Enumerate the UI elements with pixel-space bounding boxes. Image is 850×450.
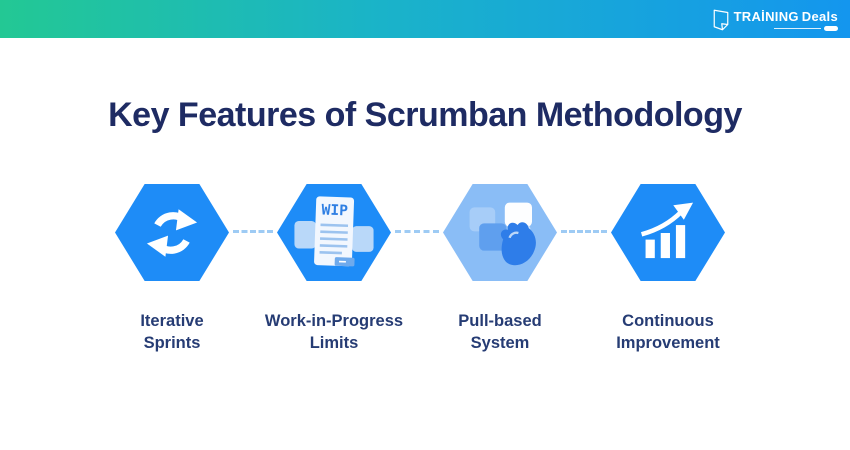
hexagon-badge xyxy=(611,184,725,281)
feature-label-line1: Work-in-Progress xyxy=(264,312,404,330)
dotted-connector xyxy=(233,230,273,233)
feature-iterative-sprints: Iterative Sprints xyxy=(82,184,262,354)
dotted-connector xyxy=(561,230,607,233)
brand-deals: Deals xyxy=(801,9,838,24)
brand-underline-line xyxy=(774,28,821,29)
feature-label-line1: Pull-based xyxy=(458,312,542,330)
feature-label: Continuous Improvement xyxy=(578,310,758,354)
page-title: Key Features of Scrumban Methodology xyxy=(108,96,742,134)
feature-label-line1: Iterative xyxy=(140,312,204,330)
growth-chart-icon xyxy=(640,202,694,258)
refresh-cycle-icon xyxy=(146,208,198,257)
hexagon-badge: WIP xyxy=(277,184,391,281)
feature-label-line2: Limits xyxy=(309,334,359,352)
feature-label: Iterative Sprints xyxy=(82,310,262,354)
feature-label: Pull-based System xyxy=(410,310,590,354)
hexagon-badge xyxy=(443,184,557,281)
feature-pull-based-system: Pull-based System xyxy=(410,184,590,354)
brand-underline xyxy=(774,26,838,31)
hand-pulling-cards-icon xyxy=(469,202,536,265)
wip-document-icon: WIP xyxy=(294,195,374,266)
document-outline-icon xyxy=(713,9,728,31)
dotted-connector xyxy=(395,230,439,233)
brand-underline-pill xyxy=(824,26,838,31)
feature-continuous-improvement: Continuous Improvement xyxy=(578,184,758,354)
feature-label: Work-in-Progress Limits xyxy=(244,310,424,354)
feature-label-line2: System xyxy=(470,334,530,352)
feature-label-line2: Improvement xyxy=(616,334,720,352)
feature-wip-limits: WIP Work-in-Progress Limits xyxy=(244,184,424,354)
hexagon-badge xyxy=(115,184,229,281)
brand-training: TRAİNING xyxy=(733,9,799,24)
feature-label-line1: Continuous xyxy=(622,312,714,330)
feature-label-line2: Sprints xyxy=(143,334,201,352)
wip-doc-text: WIP xyxy=(321,201,348,219)
